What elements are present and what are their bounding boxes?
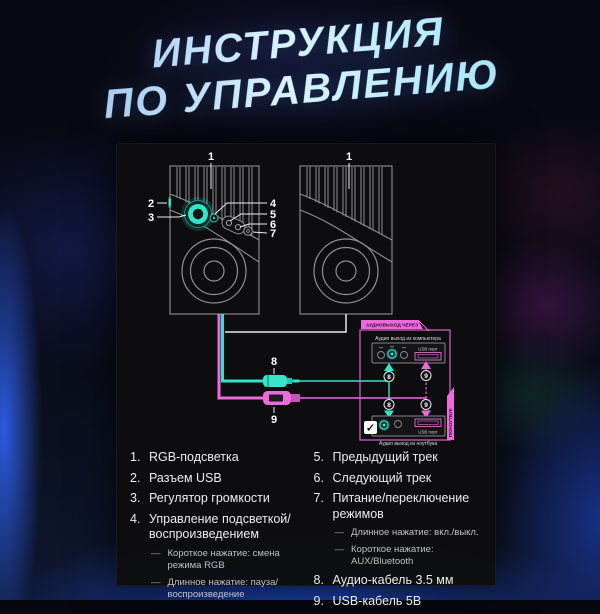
rgb-strips-left xyxy=(176,167,253,237)
dash-icon: — xyxy=(334,527,345,538)
light-play-button xyxy=(209,213,219,223)
usb-port-label-bottom: USB порт xyxy=(418,430,437,435)
legend-subitem-7a: — Длинное нажатие: вкл./выкл. xyxy=(335,527,490,539)
computer-audio-label: Аудио выход из компьютера xyxy=(375,336,441,342)
legend-item-7: 7. Питание/переключение режимов xyxy=(314,491,490,522)
usb-port xyxy=(168,197,172,208)
usb-route: 9 9 xyxy=(420,361,432,418)
route-audio-num-top: 8 xyxy=(387,374,391,381)
dash-icon: — xyxy=(334,544,345,555)
audio-jack-plug xyxy=(263,368,300,387)
laptop-audio-label: Аудио выход из ноутбука xyxy=(379,441,437,447)
legend-item-5: 5. Предыдущий трек xyxy=(314,450,490,466)
legend-item-3: 3. Регулятор громкости xyxy=(130,491,306,507)
legend-item-number: 5. xyxy=(313,450,324,464)
route-usb-num-top: 9 xyxy=(424,373,428,380)
legend-item-number: 2. xyxy=(130,470,141,485)
volume-knob xyxy=(181,197,215,231)
legend-subitem-label: Длинное нажатие: вкл./выкл. xyxy=(351,527,479,538)
callout-numbers: 1 1 2 3 4 5 6 7 xyxy=(148,151,352,240)
legend-item-number: 3. xyxy=(130,491,141,505)
legend-item-label: Управление подсветкой/воспроизведением xyxy=(149,511,291,542)
callout-1-left: 1 xyxy=(208,151,214,163)
legend-subitem-4a: — Короткое нажатие: смена режима RGB xyxy=(151,548,306,572)
legend-item-label: Следующий трек xyxy=(332,470,432,485)
legend-item-1: 1. RGB-подсветка xyxy=(130,450,306,466)
callout-1-right: 1 xyxy=(346,151,352,163)
callout-6: 6 xyxy=(270,219,276,231)
legend-item-number: 1. xyxy=(130,450,141,464)
route-audio-num-bottom: 8 xyxy=(387,402,391,409)
legend-item-label: Предыдущий трек xyxy=(332,450,438,464)
legend-left-column: 1. RGB-подсветка 2. Разъем USB 3. Регуля… xyxy=(130,450,306,614)
speakers-diagram: 1 1 2 3 4 5 6 7 8 xyxy=(148,151,454,447)
legend-item-number: 9. xyxy=(313,593,324,608)
legend-item-label: Разъем USB xyxy=(149,470,222,485)
callout-8: 8 xyxy=(271,356,277,368)
computer-io-panel: USB порт xyxy=(371,342,446,364)
legend-item-9: 9. USB-кабель 5В xyxy=(314,594,490,610)
legend-item-number: 4. xyxy=(130,511,141,526)
checkbox: ✓ xyxy=(364,421,377,435)
route-usb-num-bottom: 9 xyxy=(424,402,428,409)
legend-item-8: 8. Аудио-кабель 3.5 мм xyxy=(314,573,490,589)
legend-item-label: Регулятор громкости xyxy=(149,491,270,505)
right-speaker xyxy=(299,165,393,315)
legend-item-2: 2. Разъем USB xyxy=(130,471,306,487)
speaker-link-cable xyxy=(225,314,347,333)
legend-item-number: 7. xyxy=(313,491,324,505)
callout-5: 5 xyxy=(270,209,276,221)
device-ribbon: ПК/НОУТБУК xyxy=(447,387,454,440)
track-buttons-pill xyxy=(221,215,246,235)
legend-subitem-4b: — Длинное нажатие: пауза/воспроизведение xyxy=(151,577,306,601)
legend-subitem-label: Короткое нажатие: AUX/Bluetooth xyxy=(351,544,434,567)
legend-item-label: USB-кабель 5В xyxy=(332,593,422,608)
speaker-driver-left xyxy=(181,238,247,304)
power-button xyxy=(243,226,253,236)
dash-icon: — xyxy=(151,547,161,559)
usb-port-label-top: USB порт xyxy=(418,347,437,352)
ribbon-label: ПК/НОУТБУК xyxy=(448,408,453,437)
legend-subitem-7b: — Короткое нажатие: AUX/Bluetooth xyxy=(335,544,490,568)
callout-4: 4 xyxy=(270,198,277,210)
legend-item-label: Питание/переключение режимов xyxy=(332,491,470,521)
callout-7: 7 xyxy=(270,228,276,240)
legend: 1. RGB-подсветка 2. Разъем USB 3. Регуля… xyxy=(130,450,489,614)
usb-plug xyxy=(263,391,300,413)
legend-subitem-label: Короткое нажатие: смена режима RGB xyxy=(167,547,280,571)
legend-subitem-label: Длинное нажатие: пауза/воспроизведение xyxy=(167,576,279,600)
usb-cable xyxy=(217,314,426,400)
audio-cable xyxy=(221,314,389,383)
left-speaker xyxy=(169,165,260,315)
connection-diagram: АУДИОВЫХОД ЧЕРЕЗ Аудио выход из компьюте… xyxy=(359,319,454,447)
callout-lines xyxy=(157,163,350,234)
callout-2: 2 xyxy=(148,198,154,210)
legend-right-column: 5. Предыдущий трек 6. Следующий трек 7. … xyxy=(314,450,490,614)
legend-item-label: Аудио-кабель 3.5 мм xyxy=(332,573,454,587)
connection-tag-label: АУДИОВЫХОД ЧЕРЕЗ xyxy=(366,323,418,329)
callout-3: 3 xyxy=(148,212,154,224)
legend-item-4: 4. Управление подсветкой/воспроизведение… xyxy=(130,512,306,543)
checkmark-icon: ✓ xyxy=(366,423,375,435)
legend-item-number: 6. xyxy=(313,470,324,485)
legend-item-6: 6. Следующий трек xyxy=(314,471,490,487)
speaker-driver-right xyxy=(313,238,379,304)
rgb-strips-right xyxy=(306,167,383,235)
laptop-io-panel: USB порт xyxy=(371,415,446,437)
audio-route: 8 8 xyxy=(383,363,395,418)
dash-icon: — xyxy=(151,576,161,588)
content-panel: 1 1 2 3 4 5 6 7 8 xyxy=(116,143,496,608)
legend-item-number: 8. xyxy=(313,573,324,587)
callout-9: 9 xyxy=(271,414,277,426)
legend-item-label: RGB-подсветка xyxy=(149,450,239,464)
